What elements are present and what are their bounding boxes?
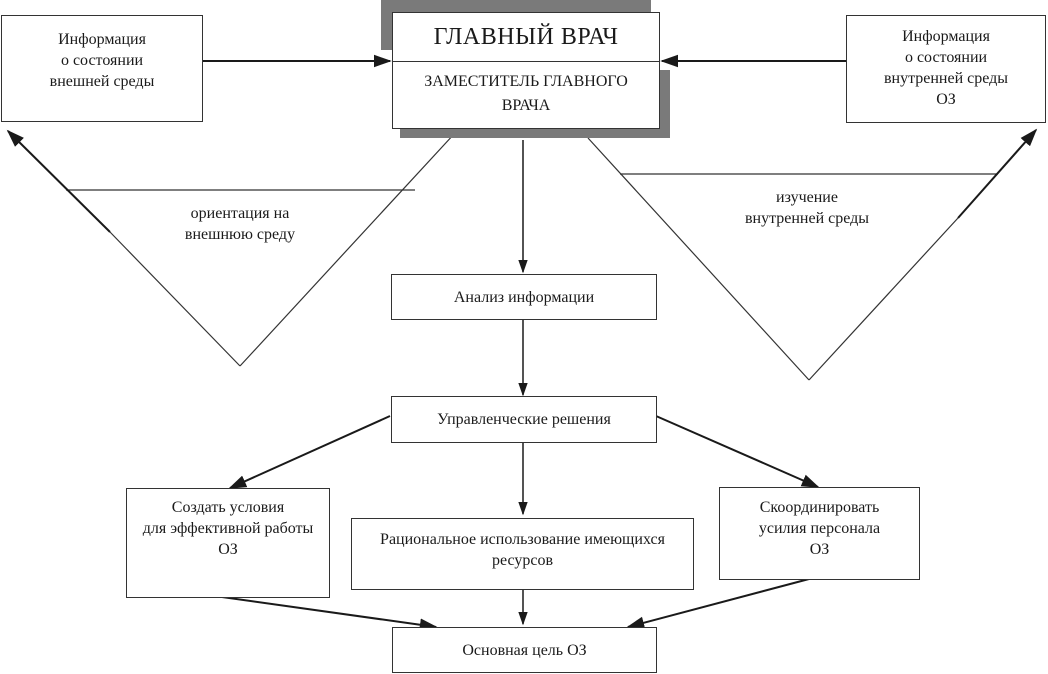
box-line: о состоянии <box>904 49 988 66</box>
box-line: внутренней среды <box>883 70 1009 87</box>
right-triangle-left-edge <box>587 137 810 381</box>
box-line: Информация <box>58 31 146 48</box>
rational-resources-box: Рациональное использование имеющихся рес… <box>351 518 694 590</box>
external-orientation-label: ориентация на внешнюю среду <box>160 203 320 245</box>
box-line: внешней среды <box>49 73 155 90</box>
arrow-left-triangle-to-external-info <box>6 129 111 233</box>
box-line: ОЗ <box>809 541 830 558</box>
box-line: усилия персонала <box>758 520 881 537</box>
box-line: ОЗ <box>218 541 238 558</box>
box-line: для эффективной работы <box>142 520 314 537</box>
deputy-chief-label: ЗАМЕСТИТЕЛЬ ГЛАВНОГО ВРАЧА <box>424 62 628 118</box>
arrow-right-triangle-to-internal-info <box>957 128 1038 219</box>
create-conditions-box: Создать условия для эффективной работы О… <box>126 488 330 598</box>
box-label: Управленческие решения <box>437 411 611 428</box>
arrow-conditions-to-goal <box>221 596 438 631</box>
internal-study-label: изучение внутренней среды <box>722 187 892 229</box>
box-line: Создать условия <box>171 499 285 516</box>
box-line: ресурсов <box>491 552 554 569</box>
box-label: Анализ информации <box>453 288 595 306</box>
internal-environment-info-box: Информация о состоянии внутренней среды … <box>846 15 1046 123</box>
main-goal-box: Основная цель ОЗ <box>392 627 657 673</box>
coordinate-staff-box: Скоординировать усилия персонала ОЗ <box>719 487 920 580</box>
box-label: Основная цель ОЗ <box>462 641 587 659</box>
chief-physician-title: ГЛАВНЫЙ ВРАЧ <box>393 13 659 62</box>
management-decisions-box: Управленческие решения <box>391 396 657 443</box>
box-line: о состоянии <box>60 52 144 69</box>
box-line: Скоординировать <box>759 499 880 516</box>
right-triangle-right-edge <box>808 217 959 381</box>
information-analysis-box: Анализ информации <box>391 274 657 320</box>
deputy-line: ВРАЧА <box>501 97 551 114</box>
label-line: ориентация на <box>190 205 290 222</box>
deputy-line: ЗАМЕСТИТЕЛЬ ГЛАВНОГО <box>424 73 628 90</box>
chief-physician-box: ГЛАВНЫЙ ВРАЧ ЗАМЕСТИТЕЛЬ ГЛАВНОГО ВРАЧА <box>392 12 660 129</box>
label-line: внутренней среды <box>744 210 870 227</box>
arrow-decisions-to-conditions <box>228 415 391 489</box>
arrow-decisions-to-coordinate <box>655 415 820 488</box>
box-line: ОЗ <box>936 91 956 108</box>
label-line: изучение <box>776 189 838 206</box>
box-line: Рациональное использование имеющихся <box>380 531 665 548</box>
label-line: внешнюю среду <box>184 226 296 243</box>
left-triangle-left-edge <box>109 231 241 367</box>
box-line: Информация <box>902 28 990 45</box>
external-environment-info-box: Информация о состоянии внешней среды <box>1 15 203 122</box>
left-triangle-right-edge <box>239 132 456 367</box>
arrow-coordinate-to-goal <box>626 578 810 629</box>
